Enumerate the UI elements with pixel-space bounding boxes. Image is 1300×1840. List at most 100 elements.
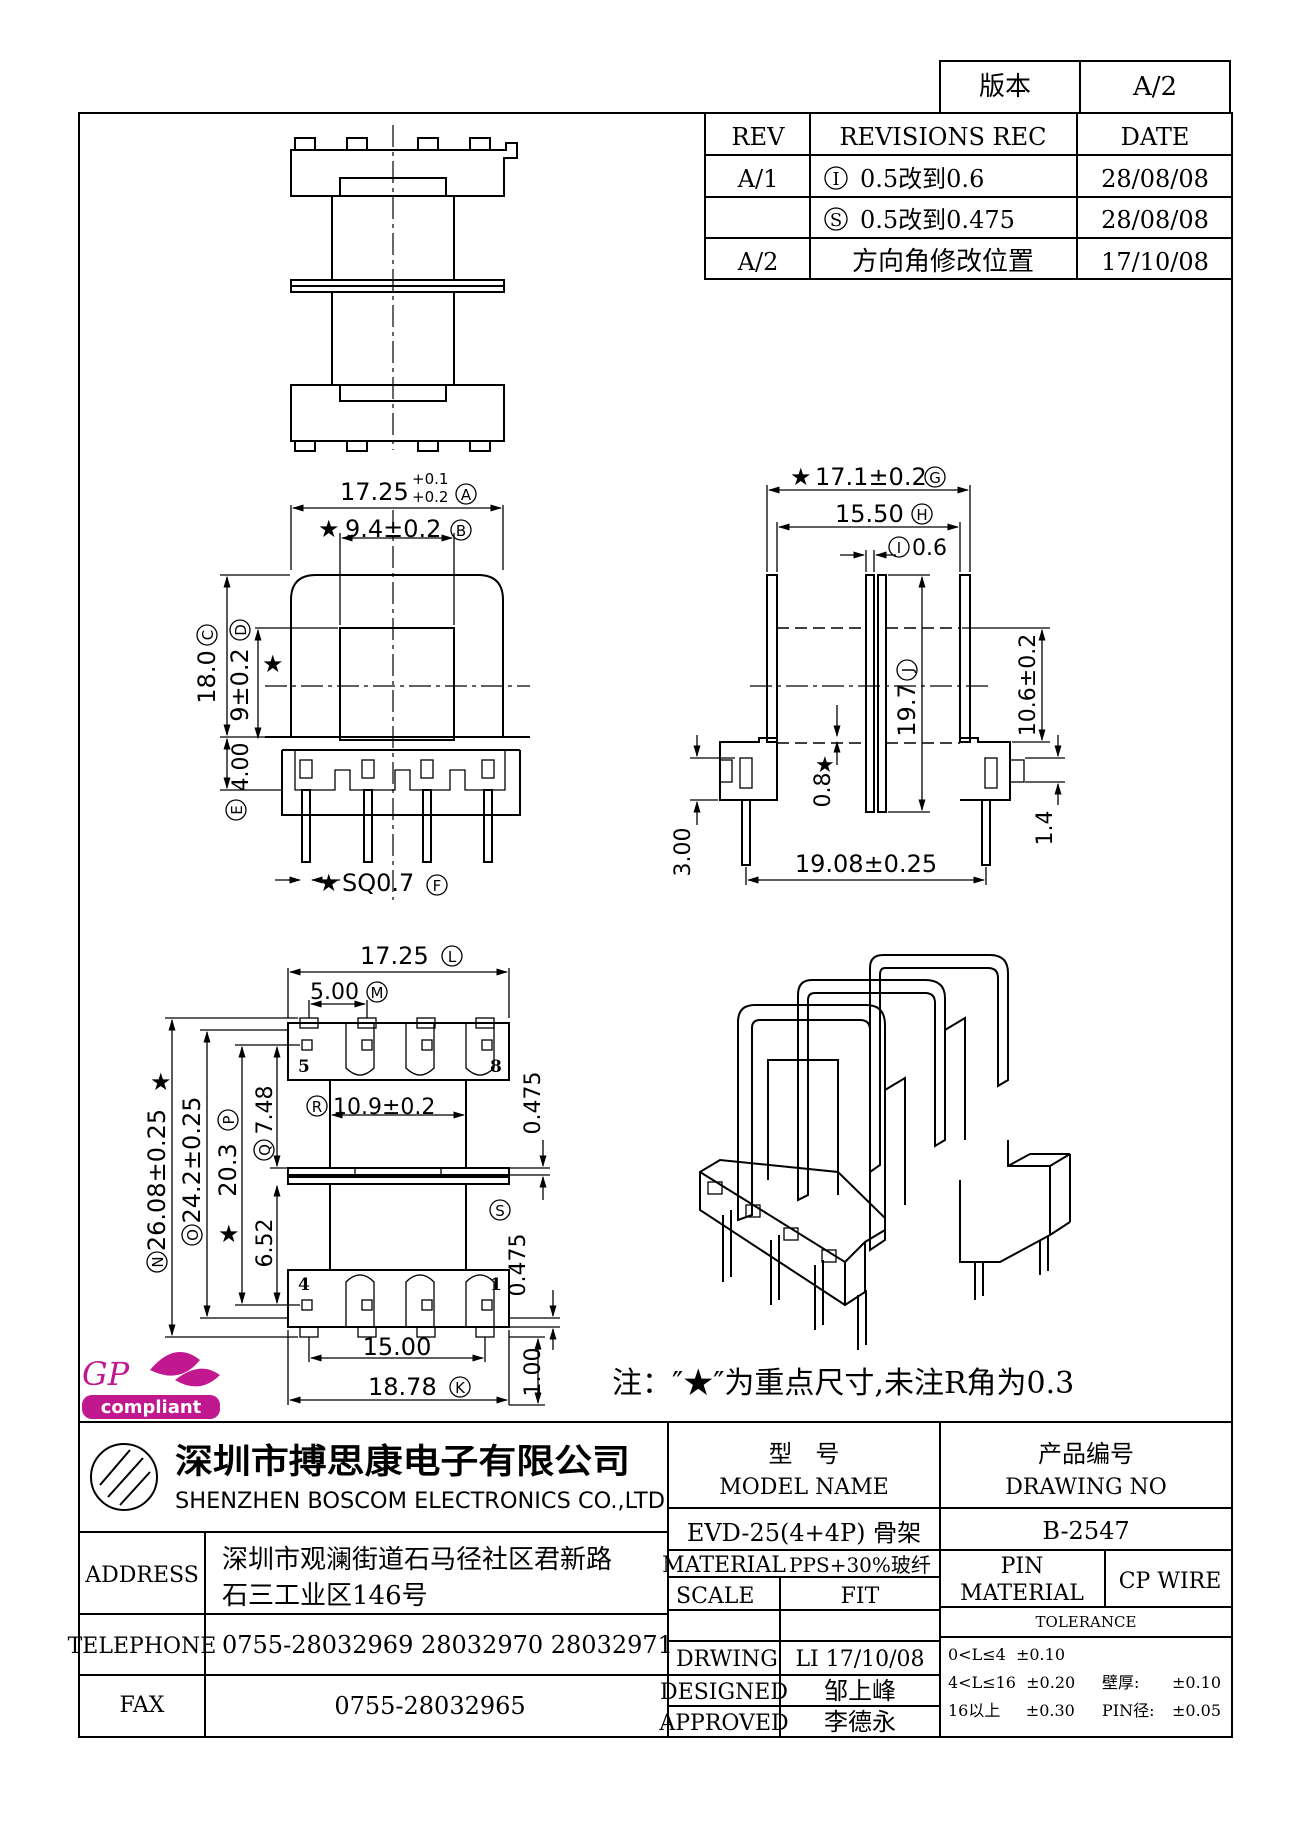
dim-f-mark: F: [433, 877, 442, 895]
dim-k-mark: K: [455, 1379, 466, 1397]
dim-side-3-00: 3.00: [671, 828, 696, 877]
dim-6-52: 6.52: [253, 1219, 278, 1268]
dim-e-mark: E: [228, 805, 246, 814]
dim-g-value: 17.1±0.2: [815, 463, 927, 491]
dim-r-mark-circle: [306, 1095, 328, 1117]
dim-n-mark-circle: [146, 1251, 168, 1273]
top-view: [290, 125, 518, 452]
pin-material-label-l1: PIN: [1001, 1554, 1044, 1579]
rev-row1-mark-circle: [824, 166, 848, 190]
rev-row2-mark-circle: [824, 207, 848, 231]
rev-row1-mark: I: [832, 169, 839, 190]
dim-o-mark: O: [184, 1229, 202, 1241]
dim-a-mark-circle: [455, 483, 477, 505]
dim-o-value: 24.2±0.25: [178, 1097, 206, 1224]
dim-c-mark: C: [199, 630, 217, 640]
approved-value: 李德永: [824, 1708, 896, 1736]
dim-b-mark-circle: [450, 519, 472, 541]
dim-f-mark-circle: [426, 874, 448, 896]
dim-0-475-bottom: 0.475: [506, 1234, 531, 1297]
dim-q-mark: Q: [256, 1144, 274, 1156]
dim-d-mark-circle: [229, 619, 251, 641]
dim-h-mark-circle: [911, 503, 933, 525]
scale-value: FIT: [841, 1584, 880, 1609]
dim-b-star: ★: [318, 515, 340, 543]
company-name-en: SHENZHEN BOSCOM ELECTRONICS CO.,LTD: [175, 1489, 665, 1514]
dim-g-mark: G: [929, 469, 941, 487]
dim-n-mark: N: [149, 1256, 167, 1267]
pin-material-value: CP WIRE: [1119, 1569, 1222, 1594]
dim-g-star: ★: [790, 463, 812, 491]
dim-b-value: 9.4±0.2: [345, 515, 441, 543]
rev-row1-text: 0.5改到0.6: [860, 165, 984, 193]
dim-side-1-4: 1.4: [1033, 811, 1058, 846]
drawing-no-cn: 产品编号: [1038, 1440, 1134, 1468]
dim-p-mark-circle: [217, 1109, 239, 1131]
dim-c-value: 18.0: [193, 650, 221, 703]
compliant-text: compliant: [101, 1397, 202, 1418]
rev-row2-text: 0.5改到0.475: [860, 206, 1015, 234]
dim-e-value: 4.00: [229, 743, 254, 792]
dim-m-mark-circle: [366, 981, 388, 1003]
dim-c-mark-circle: [196, 624, 218, 646]
drawing-border: [78, 112, 1233, 1738]
model-name-en: MODEL NAME: [719, 1475, 889, 1500]
dim-1-00: 1.00: [521, 1348, 546, 1397]
version-label: 版本: [979, 72, 1031, 102]
dim-a-mark: A: [461, 486, 472, 504]
company-name-cn: 深圳市搏思康电子有限公司: [175, 1442, 630, 1482]
dim-p-value: 20.3: [214, 1143, 242, 1196]
dim-a-tol-up: +0.1: [412, 470, 448, 488]
dim-p-mark: P: [220, 1115, 238, 1124]
designed-value: 邹上峰: [824, 1677, 896, 1705]
dim-a-value: 17.25: [340, 478, 409, 506]
dim-r-mark: R: [312, 1098, 322, 1116]
dim-side-19-08: 19.08±0.25: [795, 850, 937, 878]
pin-diameter-value: ±0.05: [1172, 1701, 1221, 1720]
material-label: MATERIAL: [662, 1553, 786, 1578]
dim-g-mark-circle: [924, 466, 946, 488]
rev-header: REV: [732, 123, 786, 151]
date-header: DATE: [1121, 123, 1190, 151]
dim-h-mark: H: [916, 506, 927, 524]
dim-j-value: 19.7: [893, 683, 921, 736]
address-line1: 深圳市观澜街道石马径社区君新路: [222, 1545, 612, 1575]
designed-label: DESIGNED: [660, 1680, 788, 1705]
pin-1-label: 1: [490, 1275, 502, 1295]
rev-row3-rev: A/2: [737, 248, 779, 276]
address-line2: 石三工业区146号: [222, 1581, 428, 1611]
gp-compliant-badge: GP compliant: [82, 1352, 220, 1419]
approved-label: APPROVED: [658, 1711, 788, 1736]
rev-row1-rev: A/1: [737, 165, 779, 193]
company-logo: [90, 1443, 158, 1511]
title-block: [79, 1421, 1232, 1737]
dim-m-value: 5.00: [310, 980, 359, 1005]
rev-row2-mark: S: [830, 210, 842, 231]
dim-r-value: 10.9±0.2: [333, 1095, 435, 1120]
fax-label: FAX: [120, 1693, 165, 1718]
dim-q-mark-circle: [253, 1139, 275, 1161]
dim-n-star: ★: [150, 1068, 172, 1096]
dim-f-star: ★: [318, 869, 340, 897]
revision-table: REV REVISIONS REC DATE A/1 I 0.5改到0.6 28…: [704, 112, 1233, 280]
tolerance-row1: 0<L≤4 ±0.10: [948, 1645, 1065, 1664]
model-name-value: EVD-25(4+4P) 骨架: [687, 1519, 921, 1547]
dim-s-mark: S: [495, 1202, 505, 1220]
telephone-value: 0755-28032969 28032970 28032971: [222, 1631, 673, 1659]
dim-j-mark-circle: [896, 659, 918, 681]
dim-p-star: ★: [218, 1220, 240, 1248]
dim-side-0-8: 0.8: [811, 773, 836, 808]
pin-material-label-l2: MATERIAL: [960, 1581, 1084, 1606]
dim-i-mark-circle: [888, 536, 910, 558]
dim-d-star: ★: [262, 650, 284, 678]
dim-side-0-8-star: ★: [815, 753, 835, 778]
material-value: PPS+30%玻纤: [789, 1553, 931, 1577]
dim-h-value: 15.50: [835, 500, 904, 528]
dim-i-mark: I: [897, 539, 901, 557]
dim-q-value: 7.48: [253, 1086, 278, 1135]
isometric-view: [699, 954, 1071, 1350]
pin-8-label: 8: [490, 1057, 502, 1077]
drawing-no-value: B-2547: [1042, 1517, 1129, 1545]
revisions-rec-header: REVISIONS REC: [839, 123, 1046, 151]
